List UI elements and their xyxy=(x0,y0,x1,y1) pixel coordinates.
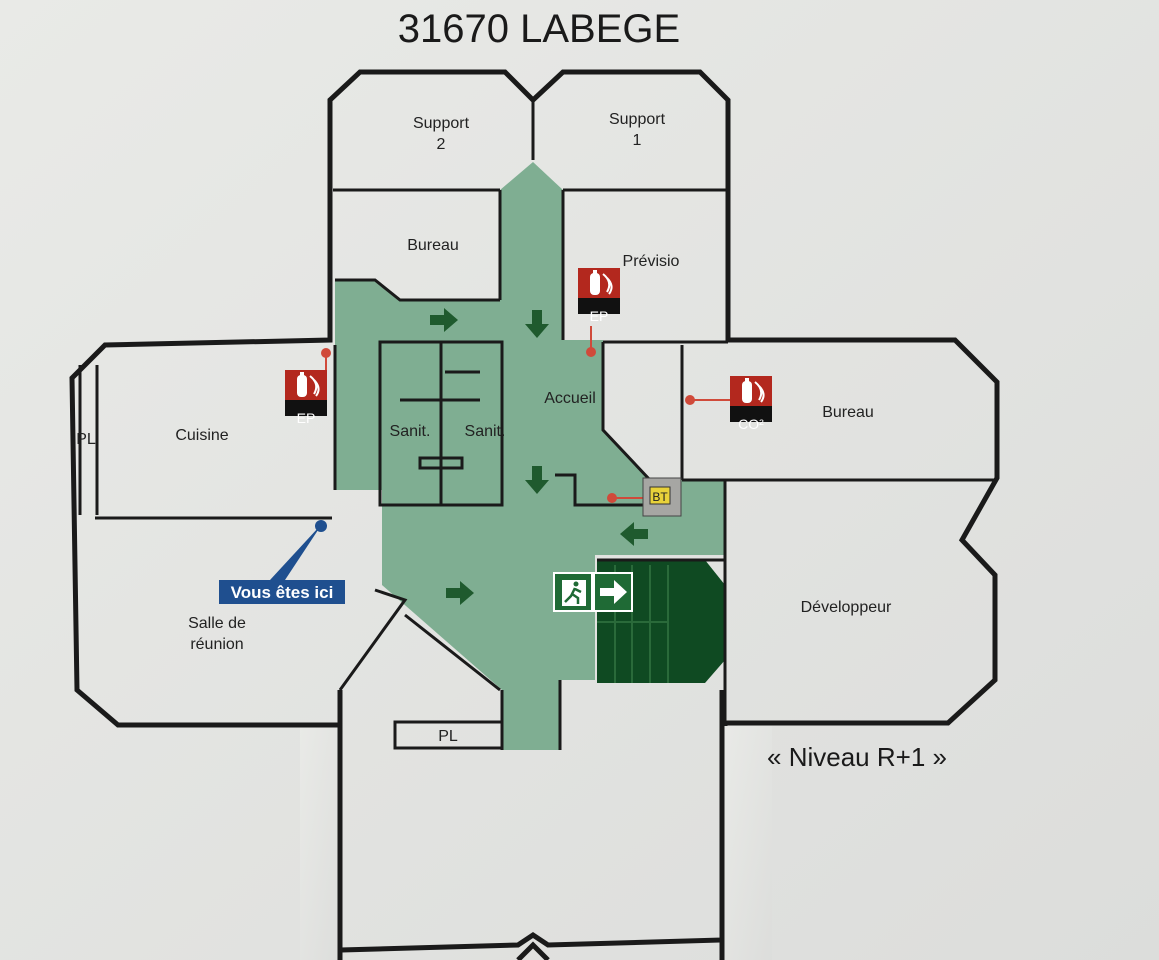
interior-walls xyxy=(78,100,995,750)
room-developpeur: Développeur xyxy=(801,599,892,616)
extinguisher-label: EP xyxy=(297,410,316,426)
room-salle-de-reunion-line2: réunion xyxy=(190,636,243,653)
fire-extinguisher-co2-icon: CO² xyxy=(685,375,773,432)
room-support-1-number: 1 xyxy=(633,132,642,149)
alarm-button-icon: BT xyxy=(607,477,682,517)
fire-extinguisher-icon: EP xyxy=(577,267,621,357)
fire-extinguisher-icon: EP xyxy=(284,348,331,426)
alarm-label: BT xyxy=(652,490,668,504)
page-title: 31670 LABEGE xyxy=(398,7,680,51)
room-accueil: Accueil xyxy=(544,390,596,407)
room-cuisine: Cuisine xyxy=(175,427,228,444)
corridor-evacuation-path xyxy=(335,162,725,750)
room-support-2: Support xyxy=(413,115,470,132)
room-previsio: Prévisio xyxy=(623,253,680,270)
level-label: « Niveau R+1 » xyxy=(767,742,947,772)
you-are-here-label: Vous êtes ici xyxy=(231,583,334,602)
room-sanitary-2: Sanit. xyxy=(465,423,506,440)
extinguisher-label: EP xyxy=(590,308,609,324)
room-pl-bottom: PL xyxy=(438,728,458,745)
you-are-here-marker: Vous êtes ici xyxy=(219,520,345,604)
room-salle-de-reunion: Salle de xyxy=(188,615,246,632)
room-bureau-right: Bureau xyxy=(822,404,874,421)
room-bureau-top: Bureau xyxy=(407,237,459,254)
room-support-2-number: 2 xyxy=(437,136,446,153)
extinguisher-label: CO² xyxy=(738,416,764,432)
emergency-exit-sign xyxy=(553,572,633,612)
room-sanitary-1: Sanit. xyxy=(390,423,431,440)
room-pl-left: PL xyxy=(76,431,96,448)
room-support-1: Support xyxy=(609,111,666,128)
